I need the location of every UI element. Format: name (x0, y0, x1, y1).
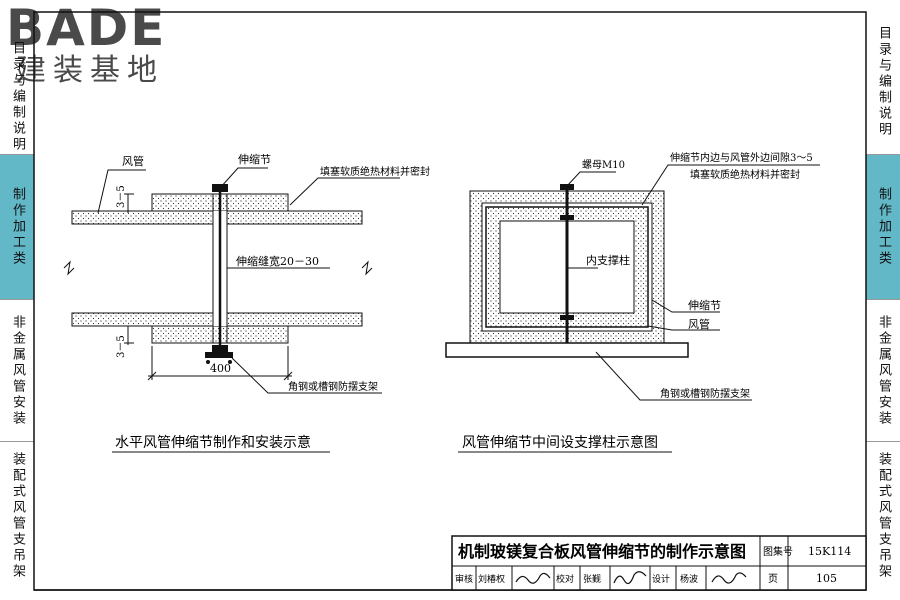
base-bracket (445, 342, 689, 358)
designer-signature (711, 572, 747, 584)
nut-m10-top (560, 184, 574, 190)
side-tab-nonmetal-right[interactable]: 非金属风管安装 (866, 300, 900, 442)
drawing-title: 机制玻镁复合板风管伸缩节的制作示意图 (458, 542, 746, 561)
label-gap-width: 伸缩缝宽20－30 (236, 254, 319, 268)
side-tab-catalog-left[interactable]: 目录与编制说明 (0, 40, 34, 155)
label-joint: 伸缩节 (238, 153, 271, 166)
label-bracket: 角钢或槽钢防摆支架 (288, 380, 378, 393)
designer-name: 杨波 (680, 573, 698, 585)
reviewer-name: 刘椿权 (478, 573, 505, 585)
side-tab-fabrication-left[interactable]: 制作加工类 (0, 155, 34, 300)
anti-sway-bracket (205, 352, 233, 358)
label-clearance-top: 3－5 (116, 185, 127, 208)
design-label: 设计 (652, 573, 670, 585)
dimension-400: 400 (210, 362, 231, 375)
label-nut: 螺母M10 (582, 159, 625, 171)
label-post: 内支撑柱 (586, 253, 630, 267)
page-number: 105 (816, 572, 837, 585)
label-fill-right: 填塞软质绝热材料并密封 (690, 168, 800, 181)
side-tab-fabrication-right[interactable]: 制作加工类 (866, 155, 900, 300)
checker-signature (613, 571, 647, 585)
title-block: 机制玻镁复合板风管伸缩节的制作示意图 图集号 15K114 审核 刘椿权 校对 … (451, 535, 867, 591)
atlas-number: 15K114 (808, 545, 851, 558)
side-tab-catalog-right[interactable]: 目录与编制说明 (866, 10, 900, 155)
horizontal-joint-figure: 风管 伸缩节 填塞软质绝热材料并密封 伸缩缝宽20－30 3－5 3－5 400… (63, 153, 430, 453)
support-post-figure: 螺母M10 伸缩节内边与风管外边间隙3～5 填塞软质绝热材料并密封 内支撑柱 伸… (445, 151, 820, 453)
label-duct: 风管 (122, 154, 144, 168)
review-label: 审核 (455, 573, 473, 585)
side-tab-support-right[interactable]: 装配式风管支吊架 (876, 452, 891, 580)
label-clearance-bottom: 3－5 (116, 335, 127, 358)
drawing-frame (33, 11, 867, 591)
brand-tagline: 建装基地 (16, 53, 164, 88)
label-gap-note: 伸缩节内边与风管外边间隙3～5 (670, 151, 813, 164)
check-label: 校对 (556, 573, 574, 585)
label-joint-right: 伸缩节 (688, 299, 721, 312)
caption-left: 水平风管伸缩节制作和安装示意 (115, 434, 311, 451)
label-bracket-right: 角钢或槽钢防摆支架 (660, 387, 750, 400)
side-tab-nonmetal-left[interactable]: 非金属风管安装 (0, 300, 34, 442)
page-label: 页 (768, 573, 778, 585)
bottom-nut (212, 345, 228, 353)
side-tab-support-left[interactable]: 装配式风管支吊架 (10, 452, 25, 580)
label-fill: 填塞软质绝热材料并密封 (320, 165, 430, 178)
reviewer-signature (515, 572, 551, 584)
label-duct-right: 风管 (688, 317, 710, 331)
caption-right: 风管伸缩节中间设支撑柱示意图 (462, 434, 658, 451)
atlas-label: 图集号 (763, 545, 793, 558)
brand-logo: BADE (6, 0, 167, 57)
checker-name: 张觐 (583, 573, 601, 585)
